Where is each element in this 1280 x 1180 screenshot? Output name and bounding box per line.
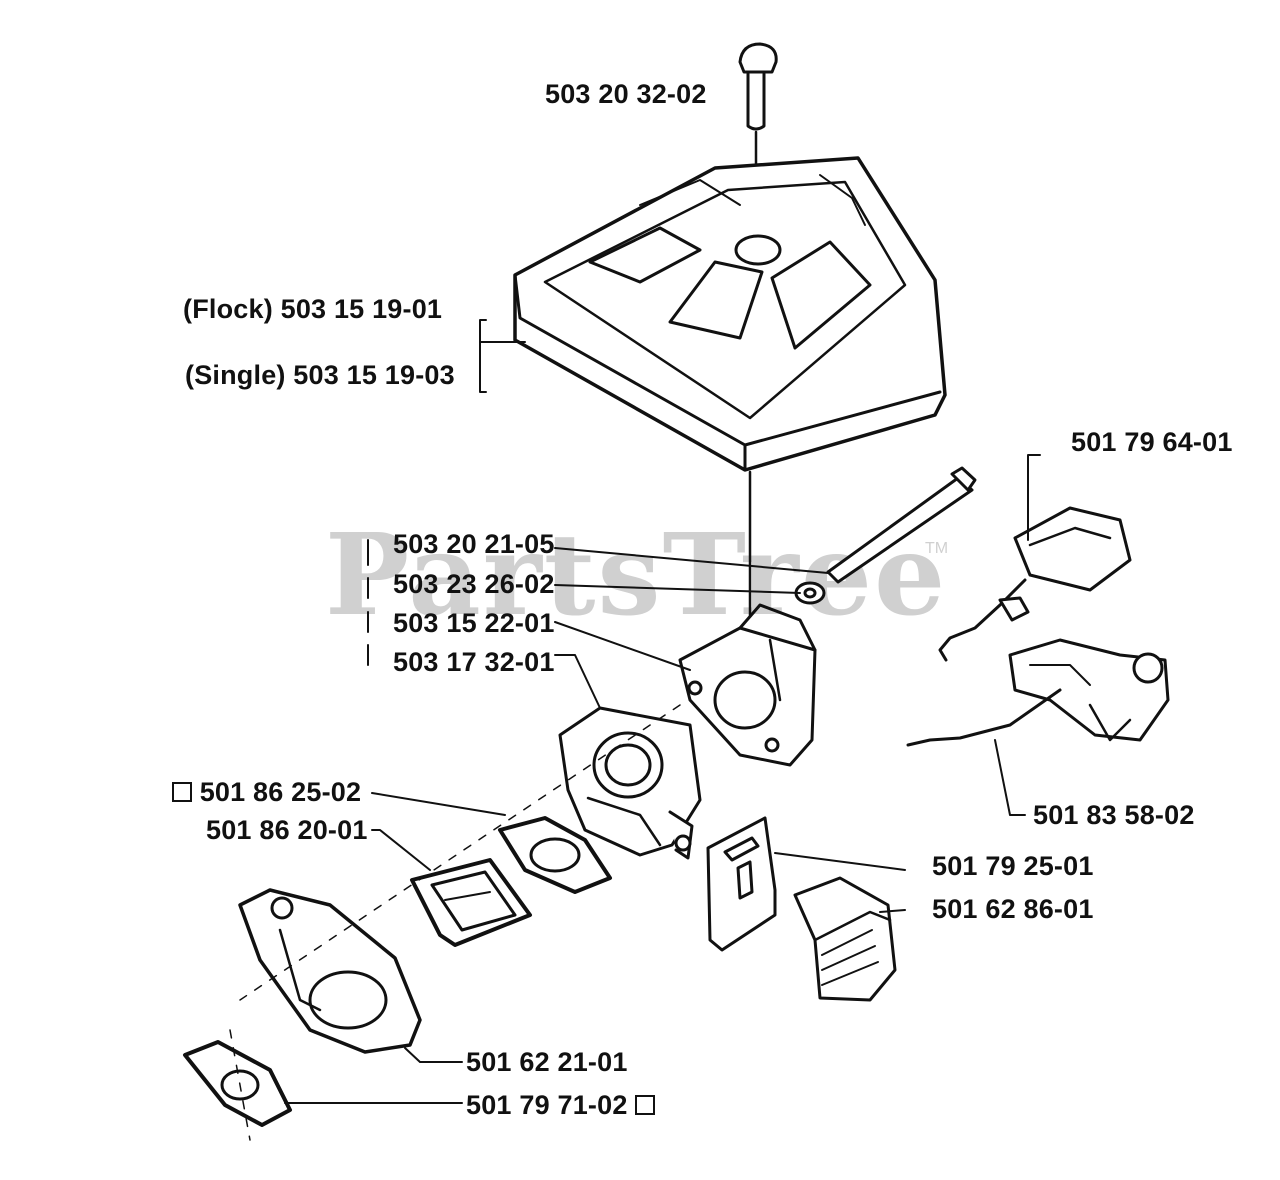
linkage-assembly-drawing [906,638,1170,747]
back-plate-drawing [238,888,422,1054]
top-screw-drawing [738,42,778,232]
intake-adapter-drawing [678,603,817,767]
label-gasket-b-row: 501 79 71-02 [466,1090,656,1120]
label-cover-single: (Single) 503 15 19-03 [185,360,455,390]
carburetor-drawing [558,706,702,860]
label-intake-adapter: 503 15 22-01 [393,608,555,638]
label-filter: 501 62 86-01 [932,894,1094,924]
label-cover-flock: (Flock) 503 15 19-01 [183,294,443,324]
filter-drawing [793,876,897,1002]
label-long-screw: 503 20 21-05 [393,529,555,559]
label-gasket-a-row: 501 86 25-02 [172,779,361,806]
square-marker-icon [172,782,192,802]
label-spacer: 501 86 20-01 [206,815,368,845]
watermark-trademark: TM [925,540,949,557]
label-back-plate: 501 62 21-01 [466,1047,628,1077]
label-plate: 501 79 25-01 [932,851,1094,881]
label-screw-top: 503 20 32-02 [545,79,707,109]
label-linkage: 501 83 58-02 [1033,800,1195,830]
label-gasket-a: 501 86 25-02 [199,777,362,807]
leader-lines [284,319,1041,1104]
label-carburetor: 503 17 32-01 [393,647,555,677]
label-throttle-block: 501 79 64-01 [1071,427,1233,457]
assembly-axis [229,704,681,1141]
plate-drawing [706,816,777,952]
label-gasket-b: 501 79 71-02 [466,1090,628,1120]
gasket-b-drawing [183,1040,292,1127]
long-screw-drawing [826,466,977,584]
throttle-block-drawing [938,506,1132,662]
spacer-drawing [410,858,532,947]
square-marker-icon [635,1095,656,1115]
filter-cover-drawing [513,156,947,617]
gasket-a-drawing [498,816,612,894]
label-washer: 503 23 26-02 [393,569,555,599]
